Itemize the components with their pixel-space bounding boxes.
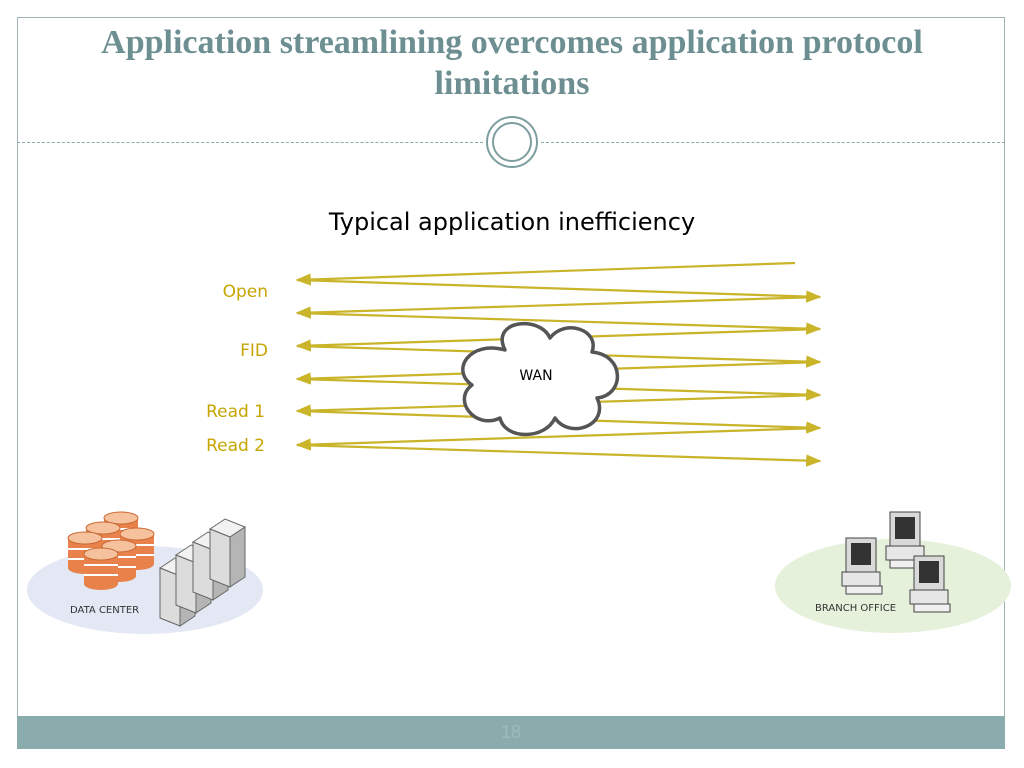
desktop-computer-icon	[841, 537, 883, 595]
wan-label: WAN	[519, 368, 553, 384]
slide-title: Application streamlining overcomes appli…	[101, 24, 923, 102]
response-arrow-2	[295, 295, 821, 319]
wan-cloud-icon	[461, 321, 620, 437]
request-arrow-3	[296, 311, 822, 335]
response-arrow-0	[295, 261, 796, 286]
operation-label-fid: FID	[240, 341, 268, 361]
footer-bar: 18	[17, 716, 1005, 749]
page-number: 18	[500, 722, 522, 742]
title-divider-right	[541, 142, 1005, 143]
desktop-computer-icon	[909, 555, 951, 613]
operation-label-open: Open	[222, 282, 268, 302]
branch-office-backdrop	[775, 539, 1011, 633]
database-icon-group	[67, 511, 155, 590]
operation-label-read-1: Read 1	[206, 402, 265, 422]
data-center-label: DATA CENTER	[70, 605, 140, 616]
database-icon	[83, 547, 119, 590]
response-arrow-10	[295, 426, 821, 451]
desktop-computer-icon	[885, 511, 927, 569]
divider-circle-ornament-inner	[492, 122, 532, 162]
branch-office-label: BRANCH OFFICE	[815, 603, 897, 614]
server-rack-icon	[158, 518, 247, 627]
request-arrow-11	[296, 443, 822, 467]
operation-label-read-2: Read 2	[206, 436, 265, 456]
title-divider-left	[17, 142, 483, 143]
request-arrow-1	[296, 278, 822, 303]
diagram-title: Typical application inefficiency	[328, 208, 696, 236]
